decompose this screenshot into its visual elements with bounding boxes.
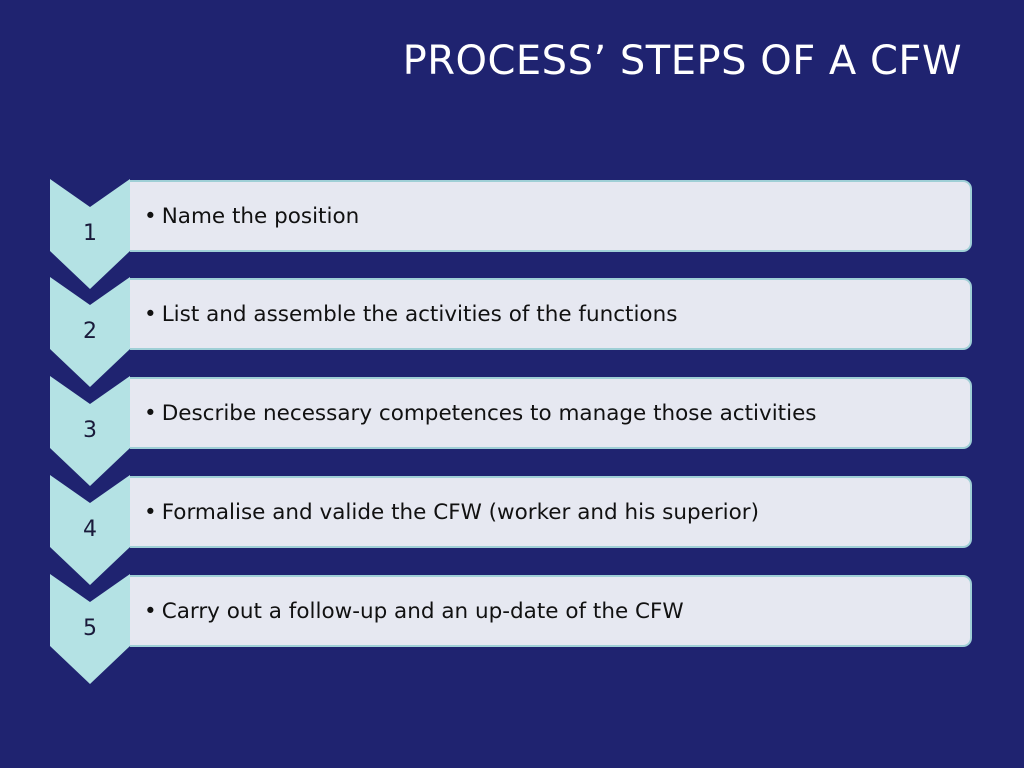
step-box: List and assemble the activities of the … <box>130 278 972 350</box>
step-number: 5 <box>83 616 97 641</box>
step-box: Carry out a follow-up and an up-date of … <box>130 575 972 647</box>
step-box: Describe necessary competences to manage… <box>130 377 972 449</box>
slide-title: PROCESS’ STEPS OF A CFW <box>402 38 962 84</box>
process-step: 5 Carry out a follow-up and an up-date o… <box>0 574 1024 684</box>
step-number: 4 <box>83 517 97 542</box>
step-text: Formalise and valide the CFW (worker and… <box>144 500 960 525</box>
step-text: Name the position <box>144 204 960 229</box>
step-text: List and assemble the activities of the … <box>144 302 960 327</box>
step-number: 3 <box>83 418 97 443</box>
step-box: Formalise and valide the CFW (worker and… <box>130 476 972 548</box>
step-number: 1 <box>83 221 97 246</box>
process-step: 2 List and assemble the activities of th… <box>0 277 1024 387</box>
step-box: Name the position <box>130 180 972 252</box>
step-text: Carry out a follow-up and an up-date of … <box>144 599 960 624</box>
process-step: 3 Describe necessary competences to mana… <box>0 376 1024 486</box>
process-step: 4 Formalise and valide the CFW (worker a… <box>0 475 1024 585</box>
step-text: Describe necessary competences to manage… <box>144 401 960 426</box>
step-number: 2 <box>83 319 97 344</box>
process-step: 1 Name the position <box>0 179 1024 289</box>
